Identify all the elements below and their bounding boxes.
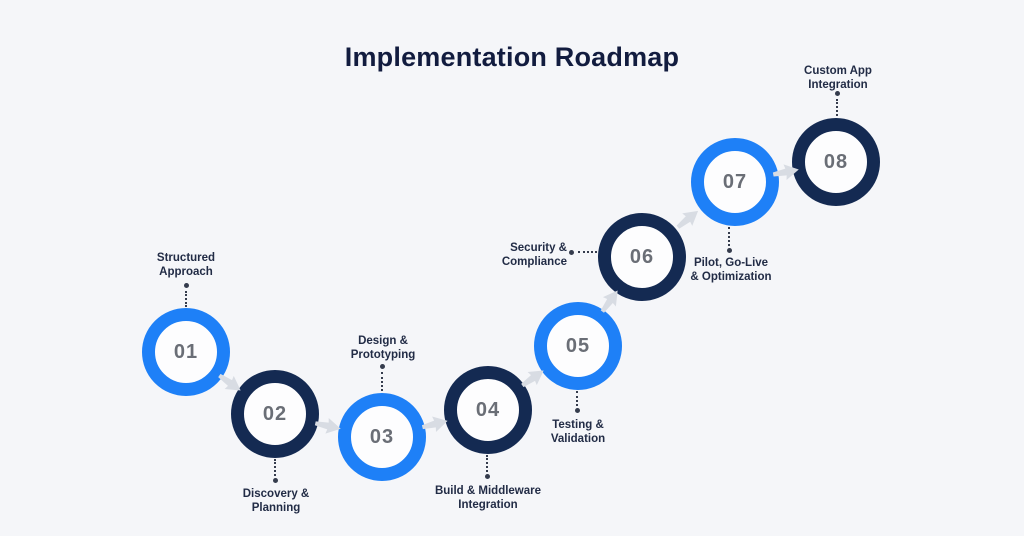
step-07-number: 07 [722,170,748,193]
dotted-connector [576,391,578,406]
step-03-label: Design & Prototyping [318,334,448,362]
label-line: Custom App [804,65,872,77]
connector-dot [727,248,732,253]
step-01-label: Structured Approach [121,251,251,279]
step-04-circle: 04 [444,366,532,454]
label-line: Discovery & [242,488,310,500]
connector-dot [485,474,490,479]
label-line: Security & [510,242,567,254]
label-line: Prototyping [350,349,416,361]
step-08-number: 08 [823,150,849,173]
dotted-connector [274,459,276,476]
label-line: Integration [808,79,868,91]
right-arrow-icon [421,416,448,433]
step-02-label: Discovery & Planning [211,487,341,515]
label-line: Validation [550,433,606,445]
step-01-number: 01 [173,340,199,363]
step-05-number: 05 [565,334,591,357]
dotted-connector [836,99,838,116]
step-08-label: Custom App Integration [773,64,903,92]
label-line: Integration [458,499,518,511]
right-arrow-icon [600,290,618,313]
step-04-number: 04 [475,398,501,421]
label-line: Planning [251,502,301,514]
dotted-connector [185,291,187,307]
connector-dot [184,283,189,288]
label-line: Structured [156,252,216,264]
step-02-number: 02 [262,402,288,425]
step-07-label: Pilot, Go-Live & Optimization [666,256,796,284]
label-line: & Optimization [690,271,772,283]
label-line: Pilot, Go-Live [693,257,769,269]
right-arrow-icon [676,210,699,229]
step-06-label: Security & Compliance [437,241,567,269]
connector-dot [835,91,840,96]
dotted-connector [486,455,488,472]
step-04-label: Build & Middleware Integration [423,484,553,512]
right-arrow-icon [218,373,241,391]
connector-dot [273,478,278,483]
label-line: Build & Middleware [434,485,542,497]
step-06-number: 06 [629,245,655,268]
label-line: Design & [358,335,408,347]
right-arrow-icon [521,370,544,388]
dotted-connector [578,251,597,253]
connector-dot [569,250,574,255]
label-line: Approach [159,266,213,278]
step-01-circle: 01 [142,308,230,396]
dotted-connector [728,227,730,246]
step-03-number: 03 [369,425,395,448]
label-line: Testing & [552,419,604,431]
right-arrow-icon [314,417,341,434]
step-05-label: Testing & Validation [513,418,643,446]
step-07-circle: 07 [691,138,779,226]
connector-dot [575,408,580,413]
right-arrow-icon [772,164,799,181]
step-08-circle: 08 [792,118,880,206]
connector-dot [380,364,385,369]
label-line: Compliance [501,256,567,268]
step-03-circle: 03 [338,393,426,481]
page-title: Implementation Roadmap [344,42,680,72]
dotted-connector [381,372,383,391]
